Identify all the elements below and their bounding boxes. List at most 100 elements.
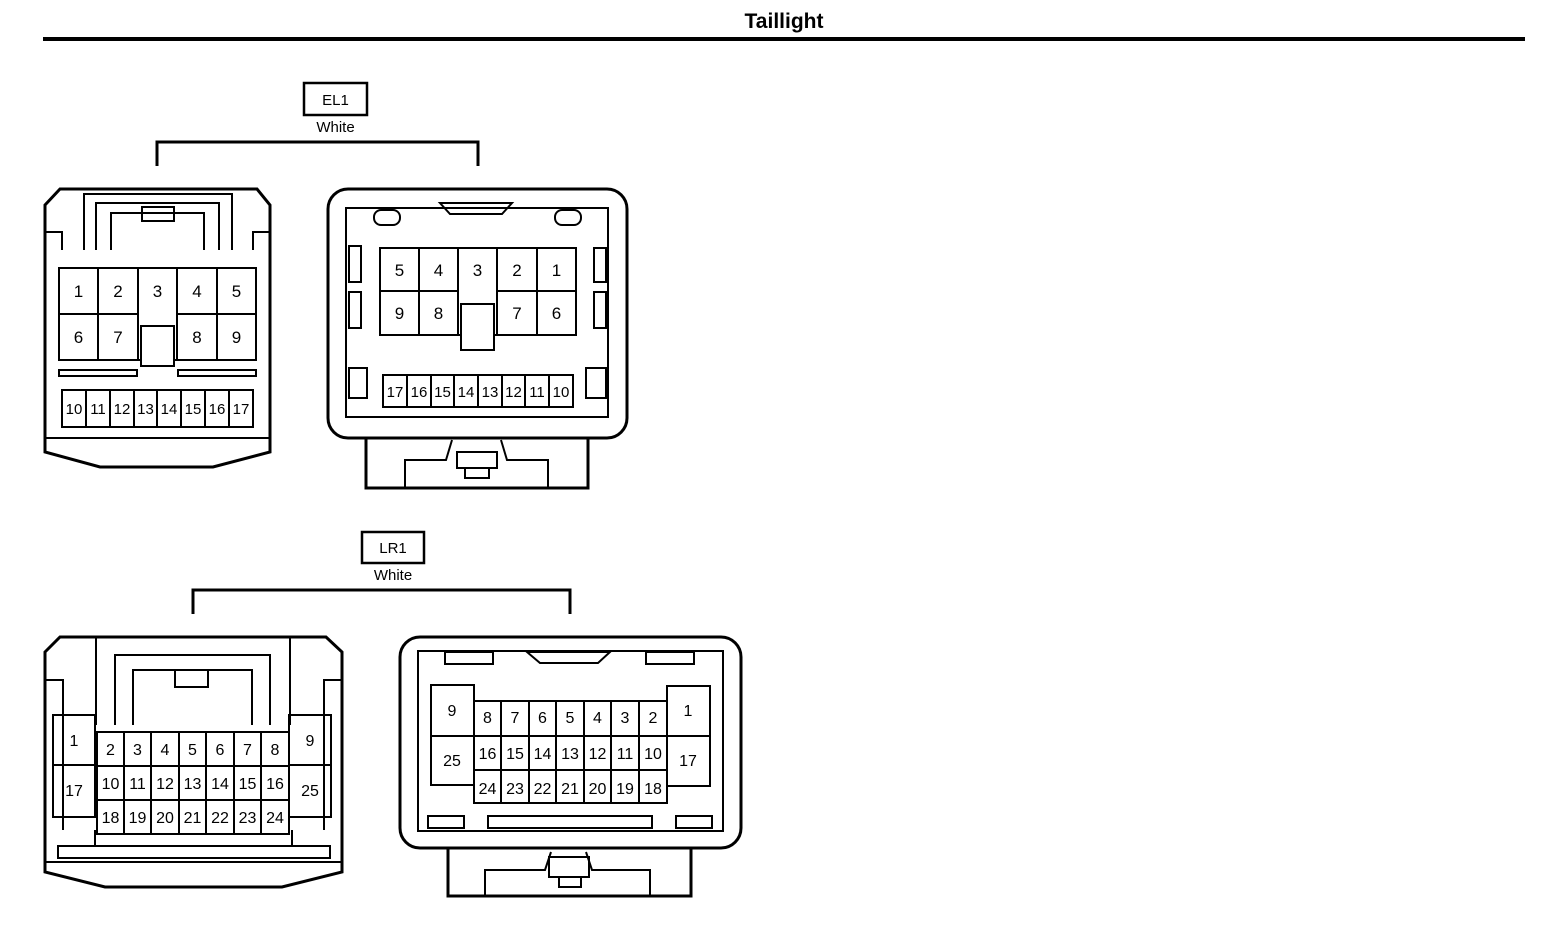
pin-label: 17 xyxy=(65,783,83,800)
lock-tab-frame xyxy=(132,669,253,725)
pin-label: 12 xyxy=(589,746,607,763)
top-notch xyxy=(524,651,613,664)
pin-label: 4 xyxy=(161,742,170,759)
pin-label: 8 xyxy=(434,304,443,323)
pin-label: 22 xyxy=(534,781,552,798)
pin-label: 1 xyxy=(74,282,83,301)
side-slot xyxy=(348,291,362,329)
pin-label: 21 xyxy=(561,781,579,798)
pin-label: 9 xyxy=(395,304,404,323)
lock-frame xyxy=(95,637,291,725)
pin-label: 12 xyxy=(114,401,131,418)
lr1-right-connector: 9 25 1 17 8 7 6 5 4 3 2 16 15 14 13 12 1… xyxy=(398,635,743,898)
pin-label: 13 xyxy=(561,746,579,763)
pin-label: 7 xyxy=(243,742,252,759)
pin-label: 16 xyxy=(266,776,284,793)
pin-label: 19 xyxy=(616,781,634,798)
pin-label: 8 xyxy=(271,742,280,759)
pin-label: 11 xyxy=(90,401,106,418)
pin-label: 6 xyxy=(552,304,561,323)
latch-housing xyxy=(364,438,590,490)
lock-tab xyxy=(141,206,175,222)
pin-label: 5 xyxy=(395,261,404,280)
center-pin-block xyxy=(96,731,290,835)
pin-label: 4 xyxy=(434,261,443,280)
pin-label: 6 xyxy=(74,328,83,347)
pin-label: 12 xyxy=(156,776,174,793)
small-pin-grid xyxy=(406,375,550,407)
inner-frame xyxy=(345,207,609,418)
pin-label: 24 xyxy=(266,810,284,827)
pin-label: 20 xyxy=(589,781,607,798)
pin-label: 2 xyxy=(649,710,658,727)
pin-label: 3 xyxy=(133,742,142,759)
pin-label: 3 xyxy=(473,261,482,280)
pin-label: 15 xyxy=(239,776,257,793)
pin-label: 5 xyxy=(188,742,197,759)
pin-label: 15 xyxy=(185,401,202,418)
pin-label: 16 xyxy=(479,746,497,763)
pin-label: 1 xyxy=(552,261,561,280)
connector-housing xyxy=(43,187,272,469)
lock-frame-inner xyxy=(95,202,220,250)
el1-label-group: EL1 White xyxy=(155,81,480,166)
lr1-left-connector: 1 17 9 25 2 3 4 5 6 7 8 10 11 12 13 14 1… xyxy=(43,635,344,889)
pin-label: 14 xyxy=(161,401,178,418)
pin-label: 18 xyxy=(102,810,120,827)
lock-frame-inner xyxy=(114,654,271,725)
corner-slot xyxy=(348,367,368,399)
lr1-code: LR1 xyxy=(379,540,407,557)
latch-tab xyxy=(456,451,498,469)
pin-labels-small: 17 16 15 14 13 12 11 10 xyxy=(387,384,570,401)
pin-label: 11 xyxy=(129,776,146,793)
pin-label: 24 xyxy=(479,781,497,798)
connector-housing xyxy=(398,635,743,850)
pin-labels: 5 4 3 2 1 9 8 7 6 xyxy=(395,261,561,323)
connector-housing xyxy=(326,187,629,440)
latch-tab-lower xyxy=(464,467,490,479)
polarizing-key xyxy=(460,303,495,351)
pin-label: 13 xyxy=(137,401,154,418)
pin-label: 3 xyxy=(621,710,630,727)
top-slot-left xyxy=(444,651,494,665)
pin-label: 13 xyxy=(184,776,202,793)
page-title: Taillight xyxy=(744,10,824,33)
pin-grid xyxy=(380,248,576,335)
pin-label: 4 xyxy=(593,710,602,727)
divider-right xyxy=(177,369,257,377)
pin-label: 2 xyxy=(106,742,115,759)
lock-tab-frame xyxy=(110,212,205,250)
pin-grid xyxy=(59,268,256,360)
pin-label: 15 xyxy=(434,384,451,401)
lr1-code-box xyxy=(360,530,426,565)
pin-label: 16 xyxy=(411,384,428,401)
pin-label: 9 xyxy=(448,703,457,720)
pin-label: 16 xyxy=(209,401,226,418)
pin-label: 11 xyxy=(617,746,634,763)
pin-label: 7 xyxy=(511,710,520,727)
pin-label: 7 xyxy=(512,304,521,323)
pin-label: 10 xyxy=(102,776,120,793)
pin-label: 3 xyxy=(153,282,162,301)
pin-label: 13 xyxy=(482,384,499,401)
guide-hole-right xyxy=(554,209,582,226)
bottom-rail xyxy=(57,845,331,859)
pin-label: 20 xyxy=(156,810,174,827)
corner-slot xyxy=(585,367,607,399)
pin-label: 9 xyxy=(232,328,241,347)
pin-label: 17 xyxy=(387,384,404,401)
bottom-slot-left xyxy=(427,815,465,829)
guide-hole-left xyxy=(373,209,401,226)
bottom-slot-right xyxy=(675,815,713,829)
pin-label: 15 xyxy=(506,746,524,763)
latch-tab-lower xyxy=(558,876,582,888)
pin-label: 23 xyxy=(506,781,524,798)
side-slot xyxy=(348,245,362,283)
pin-label: 4 xyxy=(192,282,201,301)
pin-label: 23 xyxy=(239,810,257,827)
lock-tab xyxy=(174,669,209,688)
el1-bracket xyxy=(155,140,480,166)
polarizing-key xyxy=(140,325,175,367)
side-ribs xyxy=(45,679,342,830)
